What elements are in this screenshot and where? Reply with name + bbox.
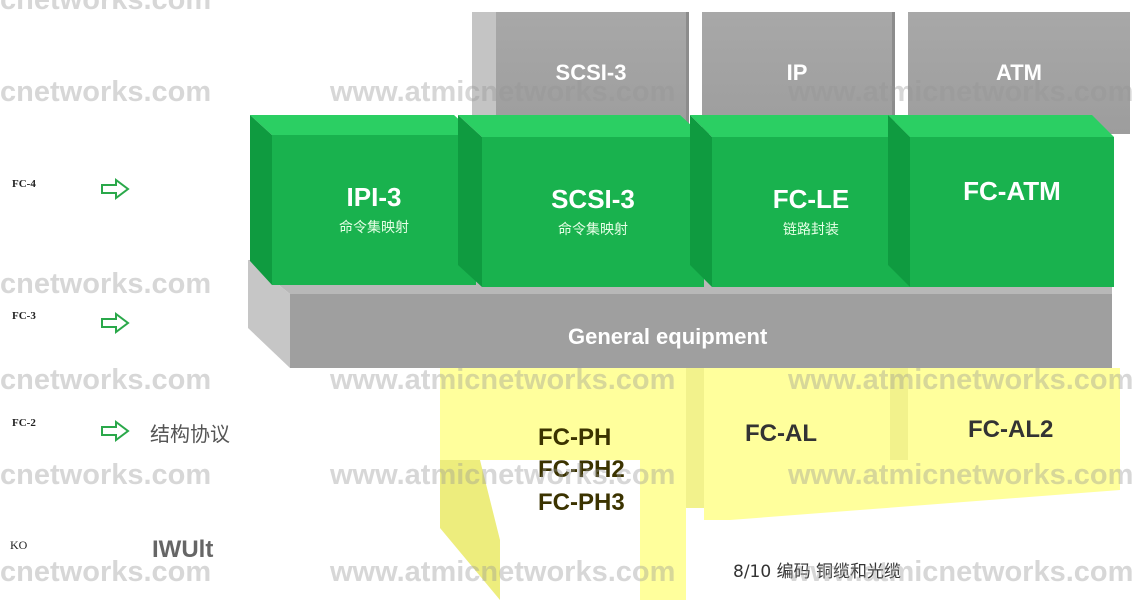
fc-ph-block: FC-PH FC-PH2 FC-PH3 xyxy=(538,422,625,519)
watermark-left: icnetworks.com xyxy=(0,459,212,491)
watermark-left: icnetworks.com xyxy=(0,76,212,108)
fc-al-label: FC-AL xyxy=(745,420,817,447)
watermark-right: www.atmicnetworks.com xyxy=(788,459,1134,491)
encoding-note: 8/10 编码 铜缆和光缆 xyxy=(733,562,901,582)
watermark-left: icnetworks.com xyxy=(0,364,212,396)
watermark-left: icnetworks.com xyxy=(0,268,212,300)
layer-label-fc2: FC-2 xyxy=(12,417,36,429)
map-sub: 命令集映射 xyxy=(339,219,409,236)
fc2-layer: FC-PH FC-PH2 FC-PH3 FC-AL FC-AL2 xyxy=(440,368,1120,600)
layer-label-fc4: FC-4 xyxy=(12,178,36,190)
fc2-note: 结构协议 xyxy=(150,422,230,446)
watermark-right: www.atmicnetworks.com xyxy=(788,556,1134,588)
watermark-left: icnetworks.com xyxy=(0,556,212,588)
map-title: FC-ATM xyxy=(963,176,1061,207)
watermark-right: www.atmicnetworks.com xyxy=(788,364,1134,396)
map-sub: 链路封装 xyxy=(783,221,839,238)
watermark-right: www.atmicnetworks.com xyxy=(788,76,1134,108)
top-row: SCSI-3 IP ATM xyxy=(472,0,1132,135)
fc-al2-label: FC-AL2 xyxy=(968,416,1054,443)
watermark-center: www.atmicnetworks.com xyxy=(330,364,676,396)
map-title: SCSI-3 xyxy=(551,184,635,215)
arrow-right-icon xyxy=(100,312,130,334)
arrow-right-icon xyxy=(100,178,130,200)
general-equipment-label: General equipment xyxy=(568,324,768,349)
watermark-center: www.atmicnetworks.com xyxy=(330,459,676,491)
top-box-ip: IP xyxy=(702,12,895,134)
watermark-center: www.atmicnetworks.com xyxy=(330,556,676,588)
top-box-scsi3: SCSI-3 xyxy=(496,12,689,134)
map-box-fcatm: FC-ATM xyxy=(888,115,1114,287)
layer-note-ko: IWUlt xyxy=(152,536,214,563)
map-box-scsi3: SCSI-3 命令集映射 xyxy=(458,115,704,287)
watermark-left: icnetworks.com xyxy=(0,0,212,16)
fc-ph-line: FC-PH2 xyxy=(538,456,625,484)
fc-ph-line: FC-PH3 xyxy=(538,488,625,516)
map-sub: 命令集映射 xyxy=(558,221,628,238)
watermark-center: www.atmicnetworks.com xyxy=(330,76,676,108)
map-box-ipi3: IPI-3 命令集映射 xyxy=(250,115,476,285)
layer-label-fc3: FC-3 xyxy=(12,310,36,322)
arrow-right-icon xyxy=(100,420,130,442)
layer-label-ko: KO xyxy=(10,538,28,552)
map-title: FC-LE xyxy=(772,184,850,215)
top-box-atm: ATM xyxy=(908,12,1130,134)
map-box-fcle: FC-LE 链路封装 xyxy=(690,115,910,287)
fc-ph-line: FC-PH xyxy=(538,424,612,451)
map-title: IPI-3 xyxy=(346,182,402,213)
